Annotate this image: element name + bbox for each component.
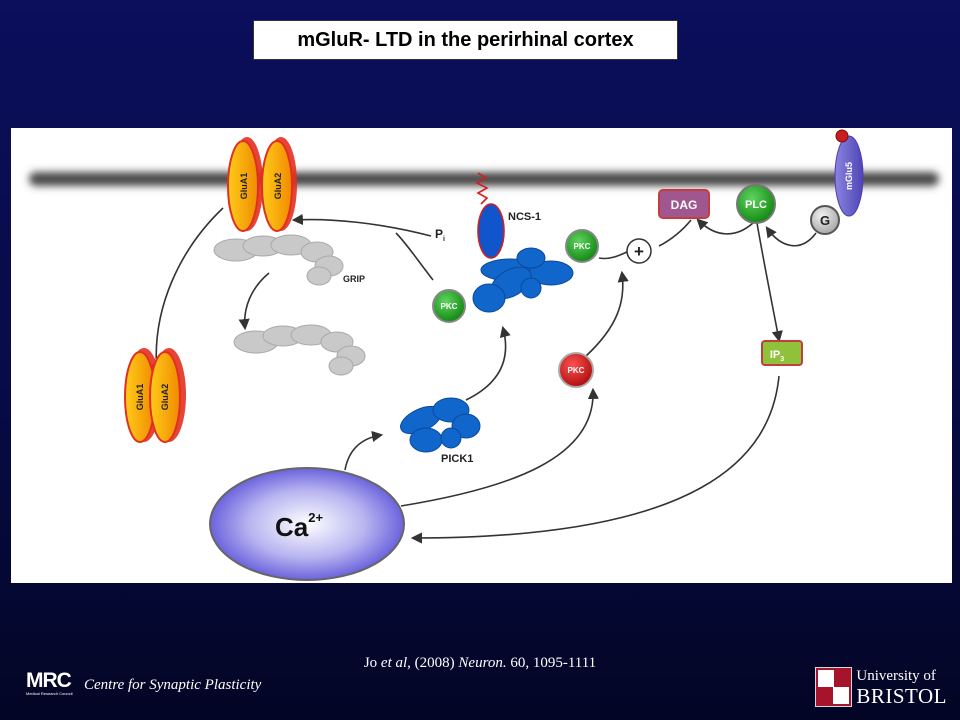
arrow-pkc-to-receptor	[395, 232, 434, 281]
ip3-box	[761, 340, 803, 366]
glua1-label-bottom: GluA1	[135, 384, 145, 411]
arrow-pick1-to-complex	[465, 325, 511, 401]
glua2-label-top: GluA2	[273, 173, 283, 200]
citation: Jo et al, (2008) Neuron. 60, 1095-1111	[363, 655, 597, 671]
mrc-logo: MRC Medical Research Council	[26, 669, 78, 697]
dag-box	[658, 189, 710, 219]
pick1-protein	[400, 397, 481, 453]
arrow-ca-to-pkc	[400, 387, 599, 507]
pkc-bound-right	[565, 229, 599, 263]
plc-label: PLC	[745, 199, 767, 211]
ncs1-myristoyl-tail	[475, 172, 489, 205]
g-protein	[810, 205, 840, 235]
university-logo: University of BRISTOL	[815, 665, 947, 709]
arrow-plc-to-dag	[696, 218, 754, 235]
university-name-line2: BRISTOL	[856, 683, 947, 708]
pkc-free-red	[558, 352, 594, 388]
glua-receptor-surface: GluA1 GluA2	[227, 137, 297, 232]
dag-label: DAG	[671, 198, 698, 212]
mglu5-receptor	[834, 135, 864, 217]
glua1-label-top: GluA1	[239, 173, 249, 200]
plus-sign: +	[634, 242, 644, 261]
arrow-ca-to-pick1	[344, 430, 384, 471]
mrc-logo-subtext: Medical Research Council	[26, 691, 73, 696]
arrow-dag-to-plus	[658, 219, 692, 247]
centre-name: Centre for Synaptic Plasticity	[84, 677, 262, 693]
plus-circle	[626, 238, 652, 264]
arrow-pi-to-receptor	[291, 213, 432, 237]
glua2-label-bottom: GluA2	[160, 384, 170, 411]
arrow-pkc-to-active	[585, 270, 629, 357]
pkc-label-red: PKC	[568, 366, 585, 375]
slide-title: mGluR- LTD in the perirhinal cortex	[253, 20, 678, 60]
pkc-bound-left	[432, 289, 466, 323]
mglu5-label: mGlu5	[844, 162, 854, 190]
g-label: G	[820, 213, 830, 228]
arrow-receptor-internalisation	[150, 207, 224, 376]
pkc-label-left: PKC	[441, 302, 458, 311]
grip-protein-free	[233, 324, 366, 376]
arrow-g-to-plc	[765, 226, 817, 247]
plc-circle	[736, 184, 776, 224]
ncs1-label: NCS-1	[508, 211, 541, 223]
arrow-grip-release	[238, 272, 270, 331]
arrow-ip3-to-ca	[410, 375, 780, 544]
university-name-line1: University of	[856, 667, 936, 684]
grip-protein-bound	[213, 234, 344, 286]
arrow-plc-to-ip3	[756, 222, 783, 343]
glua-receptor-internalised: GluA1 GluA2	[124, 348, 186, 443]
mglu5-ligand	[835, 129, 849, 143]
signaling-diagram: GluA1 GluA2 GluA1 GluA2 GRIP Pi NCS-1	[11, 128, 952, 583]
pick1-pkc-complex	[472, 247, 574, 313]
calcium-label: Ca2+	[275, 510, 323, 542]
bristol-crest-icon	[815, 667, 853, 707]
arrow-plus-to-pkc	[598, 249, 632, 260]
ncs1-protein	[477, 203, 505, 259]
pi-label: Pi	[435, 227, 445, 243]
ip3-label: IP3	[770, 349, 784, 363]
calcium-pool	[209, 467, 405, 581]
grip-label: GRIP	[343, 274, 365, 284]
pkc-label-right: PKC	[574, 242, 591, 251]
pick1-label: PICK1	[441, 453, 473, 465]
mrc-logo-text: MRC	[26, 669, 72, 692]
